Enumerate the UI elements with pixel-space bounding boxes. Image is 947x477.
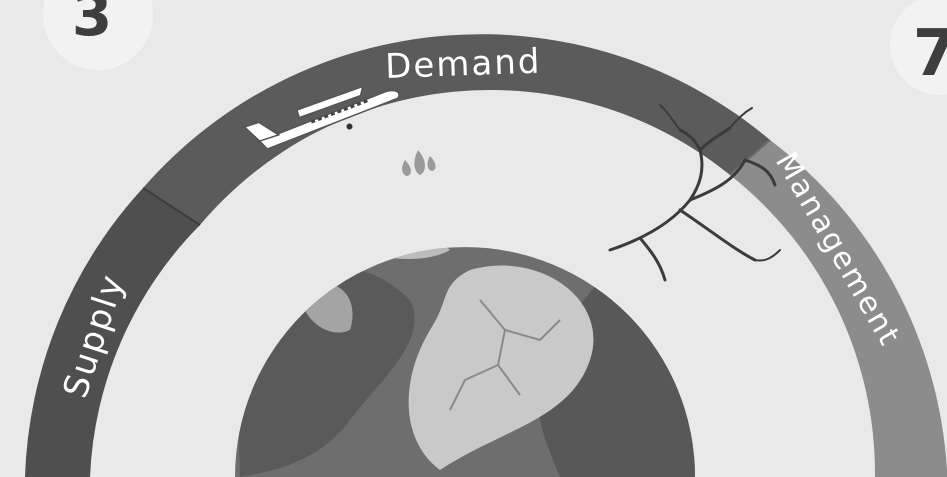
number-badge-right: 7	[890, 0, 947, 95]
label-demand: Demand	[384, 42, 541, 87]
label-management: Management	[768, 147, 907, 353]
water-drop-icon	[402, 150, 435, 176]
number-3-label: 3	[72, 0, 112, 49]
number-7-label: 7	[913, 17, 947, 91]
globe-illustration	[235, 186, 695, 477]
arc-segment-management	[730, 140, 947, 477]
number-badge-left: 3	[43, 0, 153, 70]
